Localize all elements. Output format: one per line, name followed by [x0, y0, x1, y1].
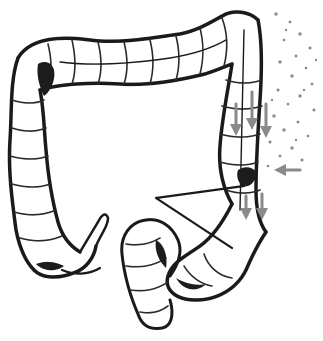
down-arrow-icon — [240, 196, 252, 220]
left-arrow-icon — [274, 164, 300, 176]
ascending-colon — [9, 58, 80, 270]
stippled-region — [267, 12, 317, 167]
down-arrow-icon — [260, 104, 272, 138]
pointer-wedge — [156, 186, 244, 248]
down-arrow-icon — [246, 92, 258, 130]
